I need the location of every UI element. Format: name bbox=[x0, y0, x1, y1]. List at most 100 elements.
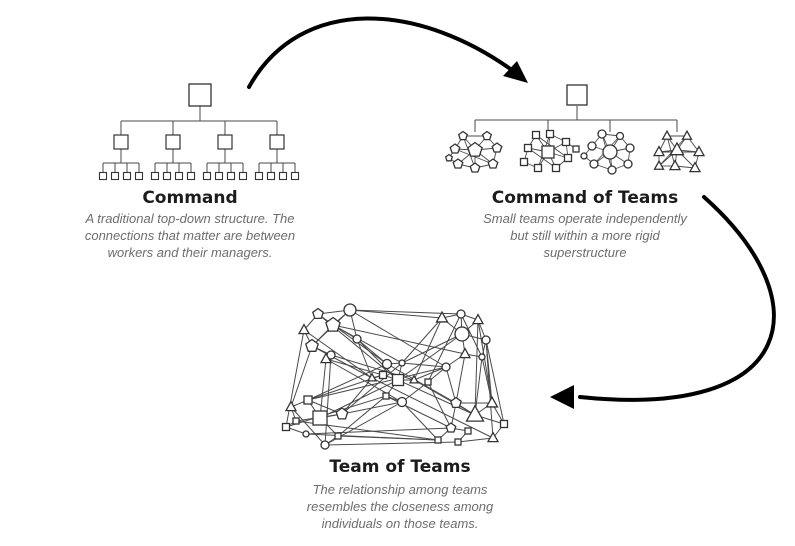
connector-line bbox=[413, 379, 476, 416]
pentagon-node bbox=[445, 422, 457, 433]
square-node bbox=[531, 130, 541, 140]
square-node bbox=[464, 427, 472, 435]
caption-line: workers and their managers. bbox=[107, 245, 273, 260]
triangle-node bbox=[458, 347, 472, 359]
square-node bbox=[312, 410, 328, 426]
square-node bbox=[226, 171, 236, 181]
triangle-node bbox=[435, 310, 449, 323]
connector-line bbox=[485, 339, 494, 439]
command-org-chart bbox=[98, 83, 300, 181]
square-node bbox=[150, 171, 160, 181]
connector-line bbox=[386, 363, 457, 404]
pentagon-node bbox=[481, 130, 493, 141]
connector-line bbox=[307, 366, 447, 401]
command-title: Command bbox=[142, 188, 238, 208]
square-node bbox=[290, 171, 300, 181]
pentagon-node bbox=[487, 158, 499, 169]
arrow-head bbox=[550, 385, 574, 409]
connector-line bbox=[324, 354, 332, 446]
command-caption: A traditional top-down structure. The co… bbox=[55, 210, 325, 261]
connector-line bbox=[337, 395, 387, 437]
circle-node bbox=[441, 362, 451, 372]
square-team bbox=[519, 129, 580, 173]
circle-node bbox=[607, 165, 617, 175]
circle-node bbox=[381, 358, 393, 370]
circle-node bbox=[580, 152, 588, 160]
square-node bbox=[266, 171, 276, 181]
connector-line bbox=[401, 317, 443, 364]
pentagon-node bbox=[444, 153, 454, 162]
command-of-teams-title: Command of Teams bbox=[491, 188, 679, 208]
connector-line bbox=[401, 333, 463, 364]
square-node bbox=[254, 171, 264, 181]
square-node bbox=[122, 171, 132, 181]
square-node bbox=[561, 137, 571, 147]
square-node bbox=[533, 163, 543, 173]
connector-line bbox=[427, 313, 462, 383]
connector-line bbox=[385, 395, 452, 429]
connector-line bbox=[455, 353, 466, 404]
connector-line bbox=[332, 324, 403, 364]
triangle-node bbox=[681, 129, 693, 140]
square-node bbox=[278, 171, 288, 181]
square-node bbox=[110, 171, 120, 181]
team-of-teams-title: Team of Teams bbox=[329, 457, 471, 477]
connector-line bbox=[332, 324, 466, 355]
flow-arrow bbox=[578, 195, 776, 402]
square-node bbox=[174, 171, 184, 181]
connector-line bbox=[319, 358, 327, 419]
circle-node bbox=[456, 309, 466, 319]
connector-line bbox=[290, 406, 326, 446]
triangle-node bbox=[688, 161, 702, 173]
caption-line: connections that matter are between bbox=[84, 228, 296, 243]
pentagon-node bbox=[449, 143, 461, 154]
connector-line bbox=[413, 366, 447, 381]
connector-line bbox=[349, 309, 443, 319]
triangle-node bbox=[465, 404, 485, 422]
square-node bbox=[162, 171, 172, 181]
team-of-teams-network bbox=[281, 303, 509, 450]
connector-line bbox=[371, 377, 494, 439]
connector-line bbox=[349, 309, 447, 368]
square-node bbox=[303, 395, 313, 405]
command-of-teams-chart bbox=[444, 84, 706, 175]
connector-line bbox=[413, 317, 443, 381]
connector-line bbox=[307, 363, 388, 401]
triangle-node bbox=[319, 352, 333, 364]
pentagon-node bbox=[469, 162, 481, 173]
connector-line bbox=[290, 345, 313, 408]
connector-line bbox=[474, 319, 479, 416]
pentagon-node bbox=[325, 316, 341, 332]
connector-line bbox=[305, 427, 452, 435]
pentagon-node bbox=[305, 338, 319, 352]
pentagon-node bbox=[335, 407, 349, 420]
square-node bbox=[113, 134, 129, 150]
pentagon-node bbox=[491, 142, 503, 153]
square-node bbox=[217, 134, 233, 150]
caption-line: superstructure bbox=[543, 245, 627, 260]
caption-line: Small teams operate independently bbox=[483, 211, 687, 226]
square-node bbox=[541, 145, 555, 159]
circle-node bbox=[481, 335, 491, 345]
square-node bbox=[424, 378, 432, 386]
square-node bbox=[269, 134, 285, 150]
square-node bbox=[98, 171, 108, 181]
connector-line bbox=[485, 339, 505, 425]
square-node bbox=[545, 129, 555, 139]
circle-team bbox=[580, 129, 635, 175]
triangle-node bbox=[668, 159, 682, 171]
square-node bbox=[165, 134, 181, 150]
triangle-node bbox=[297, 323, 311, 335]
command-of-teams-caption: Small teams operate independently but st… bbox=[450, 210, 720, 261]
square-node bbox=[519, 157, 529, 167]
caption-line: The relationship among teams bbox=[312, 482, 488, 497]
circle-node bbox=[602, 144, 618, 160]
triangle-node bbox=[653, 159, 665, 170]
triangle-node bbox=[692, 145, 706, 157]
connector-line bbox=[285, 395, 387, 428]
square-node bbox=[566, 84, 588, 106]
caption-line: resembles the closeness among bbox=[306, 499, 494, 514]
connector-line bbox=[666, 135, 676, 167]
